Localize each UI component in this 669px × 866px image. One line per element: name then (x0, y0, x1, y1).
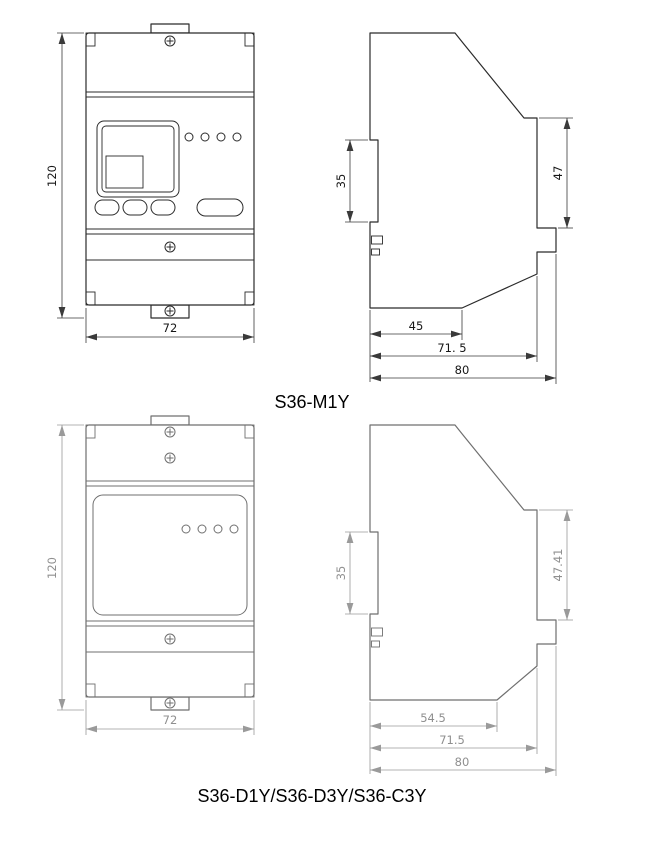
front-view-s36-d1y: 120 72 (45, 415, 255, 735)
front-view-s36-m1y: 120 72 (45, 23, 255, 343)
dim-label-front-face-height: 47 (551, 166, 565, 181)
rear-clip-details (371, 235, 383, 256)
model-title-s36-m1y: S36-M1Y (274, 392, 349, 412)
led-indicator (213, 524, 223, 534)
upper-screw (164, 452, 176, 464)
model-title-s36-d1y-d3y-c3y: S36-D1Y/S36-D3Y/S36-C3Y (197, 786, 426, 806)
dim-label-front-face-height: 47.41 (551, 549, 565, 582)
meter-body (85, 424, 255, 698)
dim-total-depth: 80 (370, 646, 557, 776)
dim-front-height: 120 (45, 32, 84, 319)
seam-lines (86, 480, 254, 653)
dim-label-front-width: 72 (163, 321, 178, 335)
led-indicator (197, 524, 207, 534)
dim-label-total-depth: 80 (455, 363, 470, 377)
led-indicator (216, 132, 226, 142)
top-screw (164, 35, 176, 47)
dim-label-rail-recess: 35 (334, 566, 348, 581)
dim-label-mid-depth: 71. 5 (437, 341, 466, 355)
led-indicators (181, 524, 239, 534)
led-indicators (184, 132, 242, 142)
dim-label-body-depth: 45 (409, 319, 424, 333)
rear-clip-details (371, 627, 383, 648)
front-buttons (94, 198, 244, 217)
side-profile (369, 424, 557, 701)
dim-body-depth: 45 (369, 310, 463, 382)
dim-front-face-height: 47 (539, 117, 573, 229)
diagram-s36-d1y-d3y-c3y: 120 72 35 (45, 415, 573, 806)
front-cover-panel (92, 494, 248, 616)
button-wide (196, 198, 244, 217)
top-mounting-tab (150, 23, 190, 34)
dim-front-width: 72 (85, 700, 255, 735)
dim-mid-depth: 71. 5 (370, 276, 538, 362)
dim-body-depth: 54.5 (369, 702, 498, 774)
dim-total-depth: 80 (370, 254, 557, 384)
lcd-display (96, 120, 180, 198)
side-view-s36-m1y: 35 47 45 71. 5 80 (334, 32, 573, 384)
led-indicator (200, 132, 210, 142)
lcd-digit-area (105, 155, 144, 189)
led-indicator (229, 524, 239, 534)
button-2 (122, 199, 148, 216)
dim-front-width: 72 (85, 308, 255, 343)
dim-label-front-width: 72 (163, 713, 178, 727)
dim-label-mid-depth: 71.5 (439, 733, 465, 747)
corner-notches (85, 32, 255, 306)
led-indicator (232, 132, 242, 142)
top-screw (164, 426, 176, 438)
side-view-s36-d1y: 35 47.41 54.5 71.5 80 (334, 424, 573, 776)
led-indicator (181, 524, 191, 534)
button-1 (94, 199, 120, 216)
mid-screw (164, 241, 176, 253)
side-profile (369, 32, 557, 309)
corner-notches (85, 424, 255, 698)
top-mounting-tab (150, 415, 190, 426)
bottom-screw (164, 305, 176, 317)
dim-front-face-height: 47.41 (539, 509, 573, 621)
led-indicator (184, 132, 194, 142)
dim-rail-recess: 35 (334, 531, 368, 615)
button-3 (150, 199, 176, 216)
mid-screw (164, 633, 176, 645)
dim-rail-recess: 35 (334, 139, 368, 223)
bottom-screw (164, 697, 176, 709)
dim-label-total-depth: 80 (455, 755, 470, 769)
dim-front-height: 120 (45, 424, 84, 711)
dim-label-rail-recess: 35 (334, 174, 348, 189)
seam-lines (86, 91, 254, 261)
meter-body (85, 32, 255, 306)
dim-label-front-height: 120 (45, 557, 59, 579)
dim-label-front-height: 120 (45, 165, 59, 187)
dim-mid-depth: 71.5 (370, 668, 538, 754)
dim-label-body-depth: 54.5 (420, 711, 446, 725)
diagram-s36-m1y: 120 72 35 (45, 23, 573, 412)
